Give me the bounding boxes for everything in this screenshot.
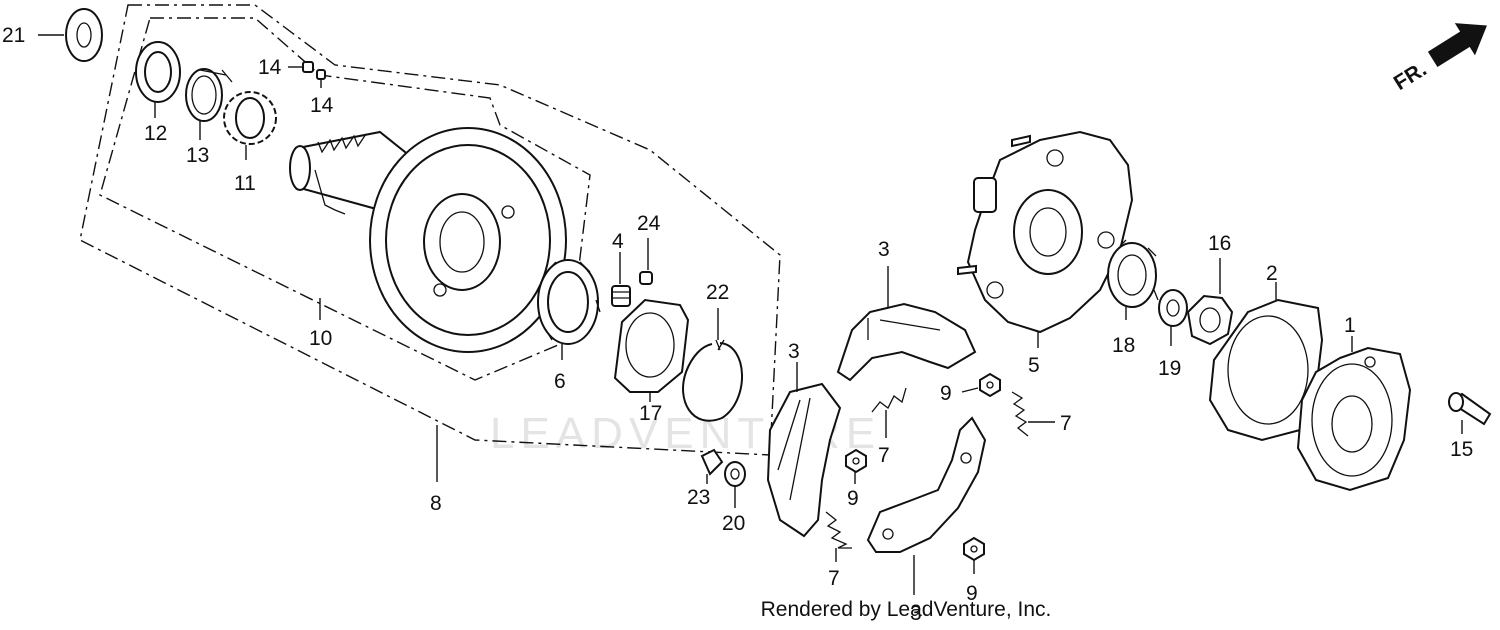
label-1: 1	[1344, 314, 1356, 337]
part-7-spring-top[interactable]	[871, 387, 907, 413]
label-20: 20	[722, 512, 745, 535]
part-11-sprocket[interactable]	[223, 91, 277, 145]
front-direction-label: FR.	[1390, 58, 1431, 95]
label-22: 22	[706, 281, 729, 304]
label-11: 11	[234, 172, 256, 195]
footer: Rendered by LeadVenture, Inc.	[0, 598, 1500, 622]
label-3b: 3	[788, 340, 800, 363]
part-9-nut-a[interactable]	[979, 372, 1001, 398]
part-14-screw-a[interactable]	[302, 61, 314, 73]
part-18-cam[interactable]	[1107, 239, 1159, 308]
part-7-spring-bottom[interactable]	[825, 511, 852, 549]
part-6-one-way-clutch[interactable]	[537, 259, 601, 345]
label-3a: 3	[878, 238, 890, 261]
assembly-outline-outer	[79, 4, 781, 456]
part-5-drive-plate[interactable]	[957, 130, 1134, 334]
part-20-washer[interactable]	[724, 461, 746, 487]
part-22-circlip[interactable]	[682, 339, 743, 422]
label-2: 2	[1266, 262, 1278, 285]
label-7b: 7	[1060, 412, 1072, 435]
label-21: 21	[2, 24, 25, 47]
assembly-outline-inner	[99, 17, 591, 381]
part-21-washer[interactable]	[65, 8, 103, 62]
leader-9a	[961, 387, 979, 393]
label-15: 15	[1450, 438, 1473, 461]
label-6: 6	[554, 370, 566, 393]
part-13-spring[interactable]	[185, 68, 233, 122]
label-14a: 14	[258, 56, 282, 79]
part-3-clutch-shoe-top[interactable]	[836, 302, 977, 382]
label-14b: 14	[310, 94, 334, 117]
part-10-clutch-drum[interactable]	[289, 127, 567, 353]
label-9b: 9	[847, 487, 859, 510]
label-13: 13	[186, 144, 209, 167]
label-10: 10	[309, 327, 332, 350]
part-14-screw-b[interactable]	[316, 69, 326, 80]
part-3-clutch-shoe-left[interactable]	[766, 382, 842, 538]
label-23: 23	[687, 486, 710, 509]
part-1-cover[interactable]	[1296, 346, 1412, 492]
label-12: 12	[144, 122, 167, 145]
footer-credit: Rendered by LeadVenture, Inc.	[760, 598, 1052, 621]
label-7c: 7	[828, 567, 840, 590]
label-7a: 7	[878, 444, 890, 467]
label-19: 19	[1158, 357, 1181, 380]
label-24: 24	[637, 212, 661, 235]
label-3c: 3	[910, 602, 922, 625]
part-16-lock-nut[interactable]	[1186, 294, 1234, 346]
part-7-spring-right[interactable]	[1011, 391, 1029, 437]
part-12-seal[interactable]	[135, 41, 181, 103]
part-4-spring[interactable]	[611, 285, 631, 307]
part-19-washer[interactable]	[1158, 289, 1188, 327]
label-9a: 9	[940, 382, 952, 405]
part-3-clutch-shoe-bottom[interactable]	[866, 416, 987, 553]
label-17: 17	[639, 402, 662, 425]
label-9c: 9	[966, 582, 978, 605]
part-9-nut-b[interactable]	[845, 448, 867, 474]
part-24-roller[interactable]	[639, 271, 653, 285]
label-4: 4	[612, 230, 624, 253]
part-9-nut-c[interactable]	[963, 536, 985, 562]
part-17-side-plate[interactable]	[613, 298, 690, 393]
label-8: 8	[430, 492, 442, 515]
front-direction-arrow-icon	[1427, 23, 1487, 68]
part-23-clip[interactable]	[700, 448, 724, 476]
label-16: 16	[1208, 232, 1231, 255]
label-18: 18	[1112, 334, 1135, 357]
label-5: 5	[1028, 354, 1040, 377]
part-15-bolt[interactable]	[1448, 392, 1492, 426]
